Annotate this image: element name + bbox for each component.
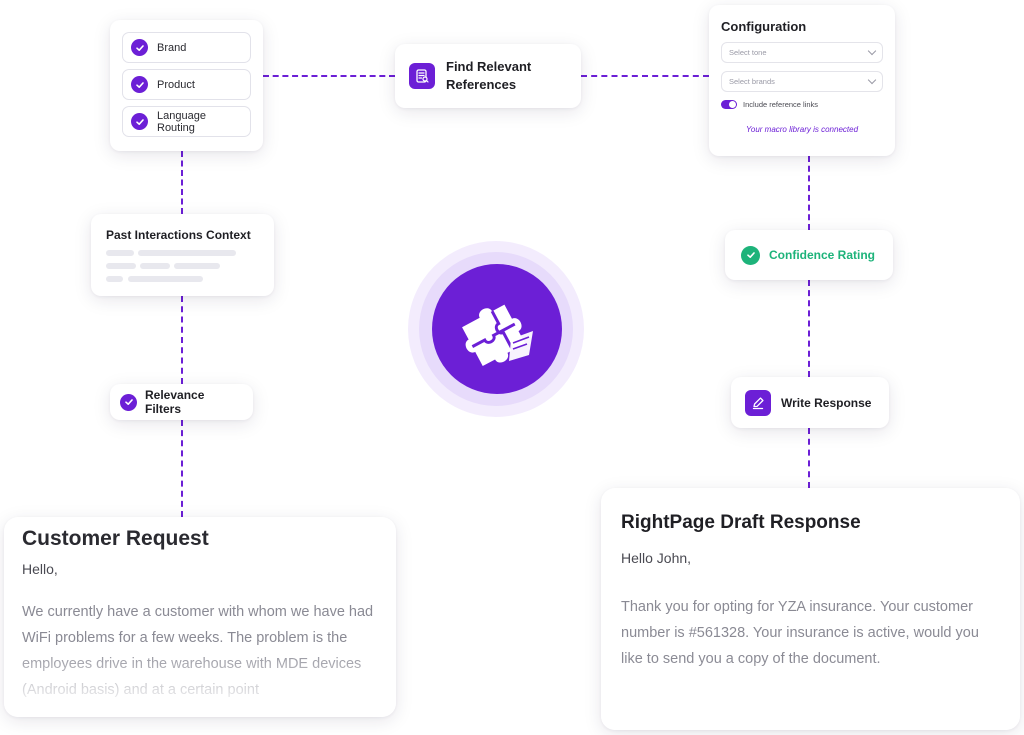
confidence-rating-node: Confidence Rating <box>725 230 893 280</box>
placeholder-line <box>140 263 170 269</box>
write-response-label: Write Response <box>781 395 872 410</box>
macro-library-status: Your macro library is connected <box>745 125 859 134</box>
placeholder-line <box>106 263 136 269</box>
select-brands-placeholder: Select brands <box>729 77 775 86</box>
connector-write-draft <box>808 428 810 488</box>
check-icon <box>131 113 148 130</box>
filter-pill-label: Language Routing <box>157 109 206 134</box>
placeholder-line <box>106 250 134 256</box>
placeholder-line <box>174 263 220 269</box>
connector-find-config <box>581 75 709 77</box>
find-references-label: Find Relevant References <box>446 58 531 94</box>
chevron-down-icon <box>867 46 877 56</box>
draft-response-card: RightPage Draft Response Hello John, Tha… <box>601 488 1020 730</box>
past-interactions-card: Past Interactions Context <box>91 214 274 296</box>
fade-overlay <box>4 647 396 717</box>
reference-links-label: Include reference links <box>743 100 819 109</box>
filter-pill-label: Brand <box>157 41 187 54</box>
select-tone-placeholder: Select tone <box>729 48 767 57</box>
filter-pill-brand[interactable]: Brand <box>122 32 251 63</box>
connector-past-relevance <box>181 296 183 384</box>
check-icon <box>131 76 148 93</box>
find-references-line1: Find Relevant <box>446 59 532 74</box>
placeholder-line <box>106 276 123 282</box>
filter-pill-product[interactable]: Product <box>122 69 251 100</box>
find-references-node: Find Relevant References <box>395 44 581 108</box>
placeholder-line <box>138 250 236 256</box>
customer-request-card: Customer Request Hello, We currently hav… <box>4 517 396 717</box>
filter-pill-label: Product <box>157 78 195 91</box>
write-response-node: Write Response <box>731 377 889 428</box>
find-references-line2: References <box>446 77 517 92</box>
reference-links-row: Include reference links <box>721 100 883 109</box>
puzzle-logo-icon <box>432 264 562 394</box>
connector-relevance-customer <box>181 420 183 517</box>
connector-filters-find <box>263 75 395 77</box>
configuration-card: Configuration Select tone Select brands … <box>709 5 895 156</box>
customer-request-greeting: Hello, <box>22 561 58 577</box>
check-icon <box>120 393 137 411</box>
connector-filters-past <box>181 151 183 214</box>
connector-confidence-write <box>808 280 810 377</box>
check-circle-icon <box>741 245 760 265</box>
pen-icon <box>745 389 771 416</box>
check-icon <box>131 39 148 56</box>
draft-response-title: RightPage Draft Response <box>621 512 861 533</box>
placeholder-line <box>128 276 203 282</box>
connector-config-confidence <box>808 156 810 230</box>
fade-overlay <box>601 660 1020 730</box>
draft-response-greeting: Hello John, <box>621 550 692 566</box>
confidence-rating-label: Confidence Rating <box>769 248 876 262</box>
document-search-icon <box>409 63 435 89</box>
select-brands[interactable]: Select brands <box>721 71 883 92</box>
select-tone[interactable]: Select tone <box>721 42 883 63</box>
relevance-filters-node: Relevance Filters <box>110 384 253 420</box>
filters-card: Brand Product Language Routing <box>110 20 263 151</box>
past-interactions-title: Past Interactions Context <box>106 228 251 242</box>
reference-links-toggle[interactable] <box>721 100 737 109</box>
configuration-title: Configuration <box>721 19 807 34</box>
chevron-down-icon <box>867 75 877 85</box>
relevance-filters-label: Relevance Filters <box>145 388 205 416</box>
filter-pill-language-routing[interactable]: Language Routing <box>122 106 251 137</box>
customer-request-title: Customer Request <box>22 527 209 550</box>
